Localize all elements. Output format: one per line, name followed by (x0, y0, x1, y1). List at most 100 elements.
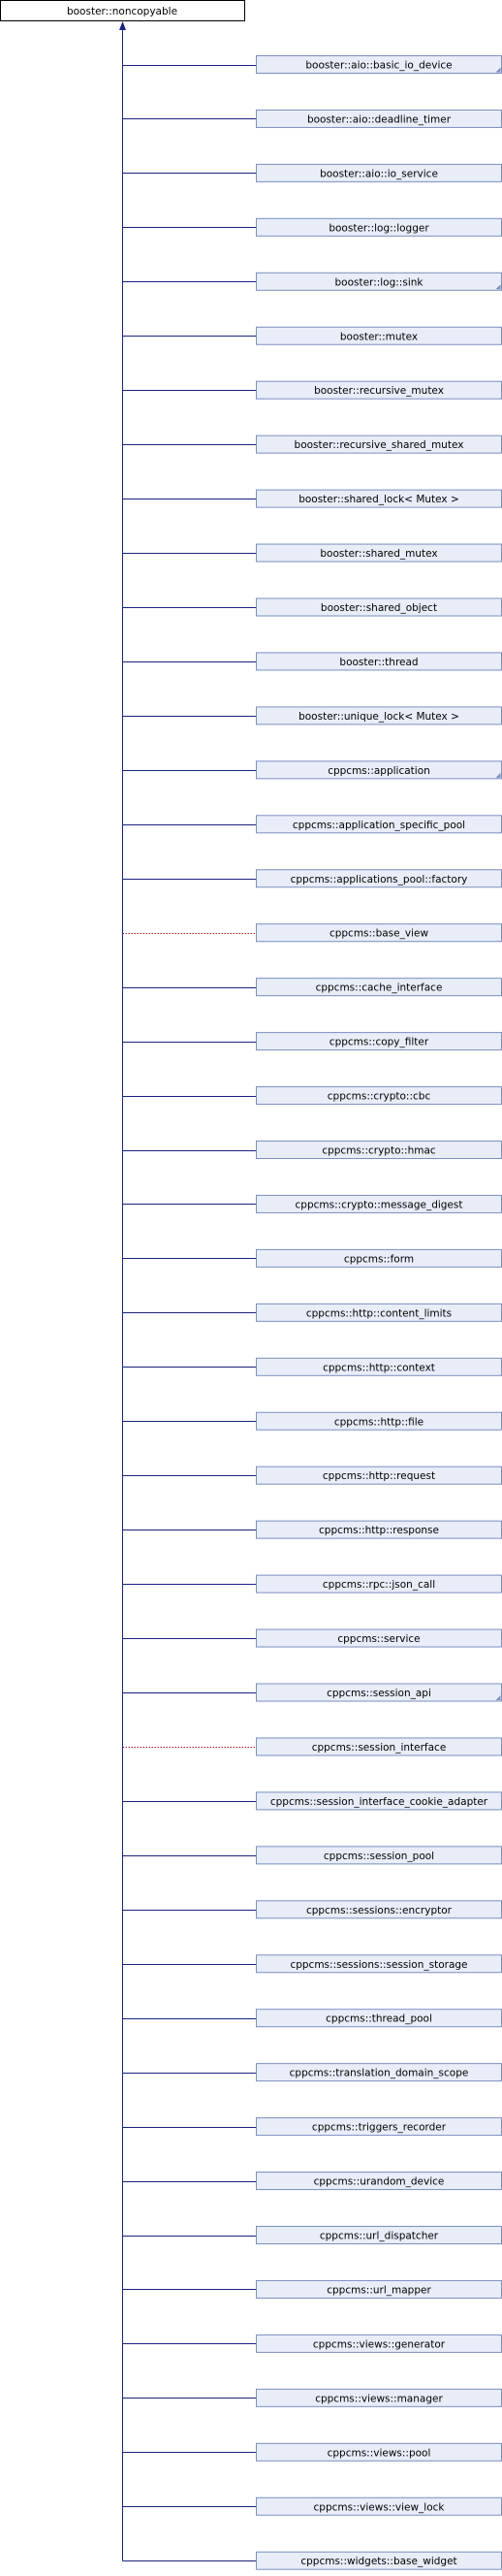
derived-class-label: cppcms::http::content_limits (306, 1307, 452, 1319)
derived-class-label: booster::log::sink (335, 276, 424, 288)
derived-class-node[interactable]: cppcms::application (256, 760, 502, 780)
derived-class-node[interactable]: cppcms::http::file (256, 1411, 502, 1431)
more-derived-indicator-icon (495, 1695, 501, 1700)
derived-class-label: cppcms::sessions::session_storage (290, 1959, 467, 1971)
derived-class-node[interactable]: cppcms::thread_pool (256, 2009, 502, 2028)
base-class-node[interactable]: booster::noncopyable (0, 0, 245, 21)
derived-class-node[interactable]: cppcms::cache_interface (256, 978, 502, 997)
derived-class-label: cppcms::service (337, 1633, 420, 1645)
derived-class-label: booster::unique_lock< Mutex > (298, 711, 459, 723)
derived-class-node[interactable]: cppcms::base_view (256, 923, 502, 943)
derived-class-label: cppcms::session_interface_cookie_adapter (270, 1796, 488, 1808)
derived-class-node[interactable]: cppcms::sessions::encryptor (256, 1900, 502, 1919)
derived-class-label: cppcms::views::manager (315, 2393, 443, 2404)
derived-class-node[interactable]: booster::aio::deadline_timer (256, 109, 502, 128)
derived-class-node[interactable]: cppcms::triggers_recorder (256, 2117, 502, 2137)
derived-class-node[interactable]: cppcms::url_dispatcher (256, 2226, 502, 2244)
derived-class-node[interactable]: booster::mutex (256, 326, 502, 345)
derived-class-label: cppcms::http::file (334, 1416, 424, 1428)
derived-class-node[interactable]: booster::recursive_shared_mutex (256, 435, 502, 454)
derived-class-node[interactable]: cppcms::url_mapper (256, 2279, 502, 2299)
derived-class-label: booster::aio::deadline_timer (307, 113, 452, 125)
derived-class-node[interactable]: booster::shared_mutex (256, 543, 502, 563)
derived-class-node[interactable]: cppcms::views::pool (256, 2442, 502, 2462)
derived-class-node[interactable]: booster::log::logger (256, 217, 502, 237)
more-derived-indicator-icon (495, 284, 501, 290)
derived-class-label: cppcms::copy_filter (329, 1037, 429, 1048)
derived-class-label: cppcms::url_dispatcher (320, 2231, 439, 2242)
derived-class-label: booster::log::logger (329, 222, 429, 234)
derived-class-label: cppcms::crypto::message_digest (296, 1199, 463, 1210)
derived-class-label: cppcms::cache_interface (316, 982, 443, 994)
derived-class-label: cppcms::triggers_recorder (312, 2122, 447, 2134)
derived-class-node[interactable]: cppcms::views::manager (256, 2388, 502, 2407)
derived-class-node[interactable]: cppcms::views::generator (256, 2334, 502, 2353)
derived-class-node[interactable]: cppcms::translation_domain_scope (256, 2063, 502, 2082)
derived-class-node[interactable]: booster::unique_lock< Mutex > (256, 706, 502, 725)
derived-class-label: cppcms::base_view (329, 928, 429, 940)
derived-class-node[interactable]: cppcms::crypto::cbc (256, 1086, 502, 1106)
derived-class-label: booster::recursive_shared_mutex (295, 439, 464, 451)
derived-class-label: cppcms::thread_pool (326, 2013, 432, 2025)
derived-class-node[interactable]: cppcms::crypto::message_digest (256, 1194, 502, 1213)
derived-class-node[interactable]: cppcms::application_specific_pool (256, 815, 502, 834)
derived-class-label: cppcms::sessions::encryptor (306, 1905, 453, 1916)
derived-class-node[interactable]: cppcms::rpc::json_call (256, 1574, 502, 1594)
edges (119, 21, 257, 2561)
derived-class-label: booster::thread (339, 657, 418, 668)
derived-class-label: booster::shared_mutex (320, 548, 437, 560)
derived-class-label: booster::mutex (340, 331, 418, 342)
derived-class-label: booster::aio::io_service (320, 168, 438, 179)
derived-class-node[interactable]: cppcms::http::content_limits (256, 1303, 502, 1322)
derived-class-nodes: booster::aio::basic_io_devicebooster::ai… (256, 55, 502, 2570)
derived-class-node[interactable]: booster::log::sink (256, 272, 502, 291)
derived-class-node[interactable]: cppcms::applications_pool::factory (256, 869, 502, 888)
derived-class-label: cppcms::session_pool (324, 1851, 434, 1862)
derived-class-label: cppcms::translation_domain_scope (290, 2068, 469, 2079)
derived-class-node[interactable]: booster::shared_lock< Mutex > (256, 489, 502, 508)
derived-class-node[interactable]: cppcms::service (256, 1628, 502, 1648)
derived-class-node[interactable]: booster::recursive_mutex (256, 380, 502, 400)
derived-class-node[interactable]: cppcms::copy_filter (256, 1032, 502, 1051)
derived-class-label: cppcms::views::view_lock (314, 2501, 446, 2513)
derived-class-label: cppcms::http::response (319, 1525, 439, 1536)
derived-class-node[interactable]: booster::thread (256, 652, 502, 671)
derived-class-node[interactable]: cppcms::http::context (256, 1357, 502, 1376)
derived-class-label: booster::aio::basic_io_device (305, 60, 452, 72)
derived-class-label: cppcms::form (344, 1253, 414, 1265)
derived-class-label: booster::shared_object (321, 602, 437, 614)
derived-class-label: cppcms::widgets::base_widget (300, 2556, 456, 2567)
derived-class-label: booster::shared_lock< Mutex > (298, 494, 459, 505)
derived-class-node[interactable]: cppcms::http::request (256, 1465, 502, 1485)
derived-class-label: cppcms::crypto::hmac (322, 1145, 436, 1157)
derived-class-label: cppcms::rpc::json_call (323, 1579, 435, 1591)
derived-class-node[interactable]: cppcms::session_api (256, 1683, 502, 1702)
derived-class-node[interactable]: cppcms::session_interface (256, 1737, 502, 1756)
derived-class-node[interactable]: cppcms::form (256, 1248, 502, 1268)
derived-class-node[interactable]: cppcms::session_interface_cookie_adapter (256, 1791, 502, 1811)
derived-class-node[interactable]: cppcms::views::view_lock (256, 2496, 502, 2516)
derived-class-node[interactable]: cppcms::crypto::hmac (256, 1141, 502, 1159)
more-derived-indicator-icon (495, 772, 501, 778)
derived-class-label: cppcms::views::generator (313, 2338, 446, 2350)
base-class-label: booster::noncopyable (67, 6, 177, 17)
derived-class-node[interactable]: booster::shared_object (256, 597, 502, 617)
more-derived-indicator-icon (495, 67, 501, 73)
inheritance-arrow-icon (119, 21, 126, 30)
derived-class-node[interactable]: booster::aio::io_service (256, 163, 502, 182)
derived-class-node[interactable]: cppcms::http::response (256, 1520, 502, 1539)
derived-class-label: cppcms::crypto::cbc (328, 1091, 431, 1103)
derived-class-node[interactable]: cppcms::session_pool (256, 1846, 502, 1865)
derived-class-label: cppcms::urandom_device (314, 2176, 445, 2188)
derived-class-label: cppcms::url_mapper (327, 2284, 431, 2296)
derived-class-node[interactable]: booster::aio::basic_io_device (256, 55, 502, 74)
derived-class-node[interactable]: cppcms::widgets::base_widget (256, 2551, 502, 2570)
base-class-box (0, 0, 245, 21)
derived-class-node[interactable]: cppcms::sessions::session_storage (256, 1954, 502, 1974)
derived-class-label: cppcms::session_interface (312, 1742, 447, 1754)
derived-class-label: cppcms::http::request (323, 1470, 435, 1482)
derived-class-node[interactable]: cppcms::urandom_device (256, 2172, 502, 2191)
derived-class-label: cppcms::http::context (323, 1362, 435, 1373)
derived-class-label: booster::recursive_mutex (314, 385, 444, 397)
